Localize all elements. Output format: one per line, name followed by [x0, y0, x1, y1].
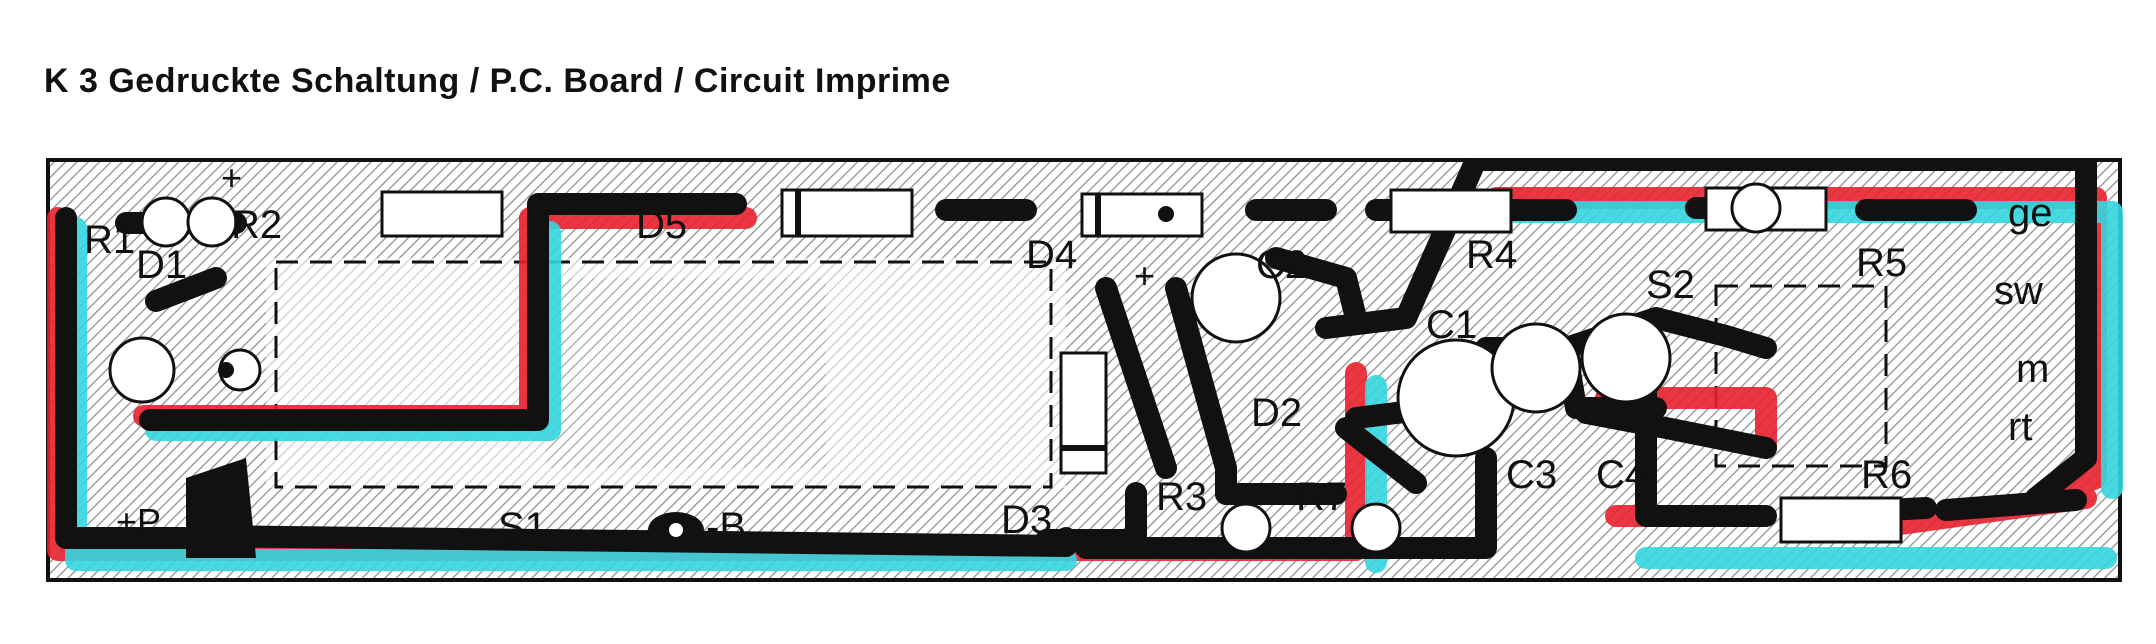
label-d4: D4 — [1026, 233, 1077, 277]
label-c1: C1 — [1426, 303, 1477, 347]
diode-bands — [795, 190, 1106, 451]
diode-d5 — [780, 188, 914, 238]
label-r1: R1 — [84, 218, 135, 262]
label-m: m — [2016, 347, 2049, 391]
label-plus-1: + — [221, 158, 242, 198]
power-pad — [186, 458, 256, 558]
switch-s2-outline — [1714, 284, 1888, 468]
label-d5: D5 — [636, 203, 687, 247]
label-d3: D3 — [1001, 498, 1052, 542]
label-r4: R4 — [1466, 233, 1517, 277]
diode-d4-body — [1080, 192, 1204, 238]
label-d1: D1 — [136, 243, 187, 287]
label-s1: S1 — [498, 505, 547, 549]
label-c4: C4 — [1596, 453, 1647, 497]
label-r2: R2 — [231, 203, 282, 247]
label-d2: D2 — [1251, 391, 1302, 435]
label-plus-2: + — [1134, 255, 1155, 296]
diode-d3-body — [1059, 351, 1108, 475]
components — [380, 186, 1903, 544]
pcb-board: R1 D1 + R2 D5 D4 + C2 R4 S2 R5 C1 D2 C3 … — [46, 158, 2123, 582]
page-title: K 3 Gedruckte Schaltung / P.C. Board / C… — [44, 62, 951, 100]
pads — [108, 182, 1782, 554]
switch-s1-outline — [274, 260, 1053, 489]
label-plus-p: +P — [116, 501, 161, 542]
label-sw: sw — [1994, 269, 2043, 313]
label-s2: S2 — [1646, 263, 1695, 307]
resistor-r6 — [1779, 496, 1903, 544]
label-rt: rt — [2008, 405, 2032, 449]
label-r5: R5 — [1856, 241, 1907, 285]
resistor-r4 — [1389, 188, 1513, 234]
label-r3: R3 — [1156, 475, 1207, 519]
resistor-r2 — [380, 190, 504, 238]
label-ge: ge — [2008, 191, 2053, 235]
label-c2: C2 — [1256, 243, 1307, 287]
label-c3: C3 — [1506, 453, 1557, 497]
label-r7: R7 — [1296, 475, 1347, 519]
label-r6: R6 — [1861, 453, 1912, 497]
label-b: -B — [706, 505, 746, 549]
ic-region-inner — [546, 278, 826, 468]
component-labels: R1 D1 + R2 D5 D4 + C2 R4 S2 R5 C1 D2 C3 … — [84, 158, 2053, 549]
